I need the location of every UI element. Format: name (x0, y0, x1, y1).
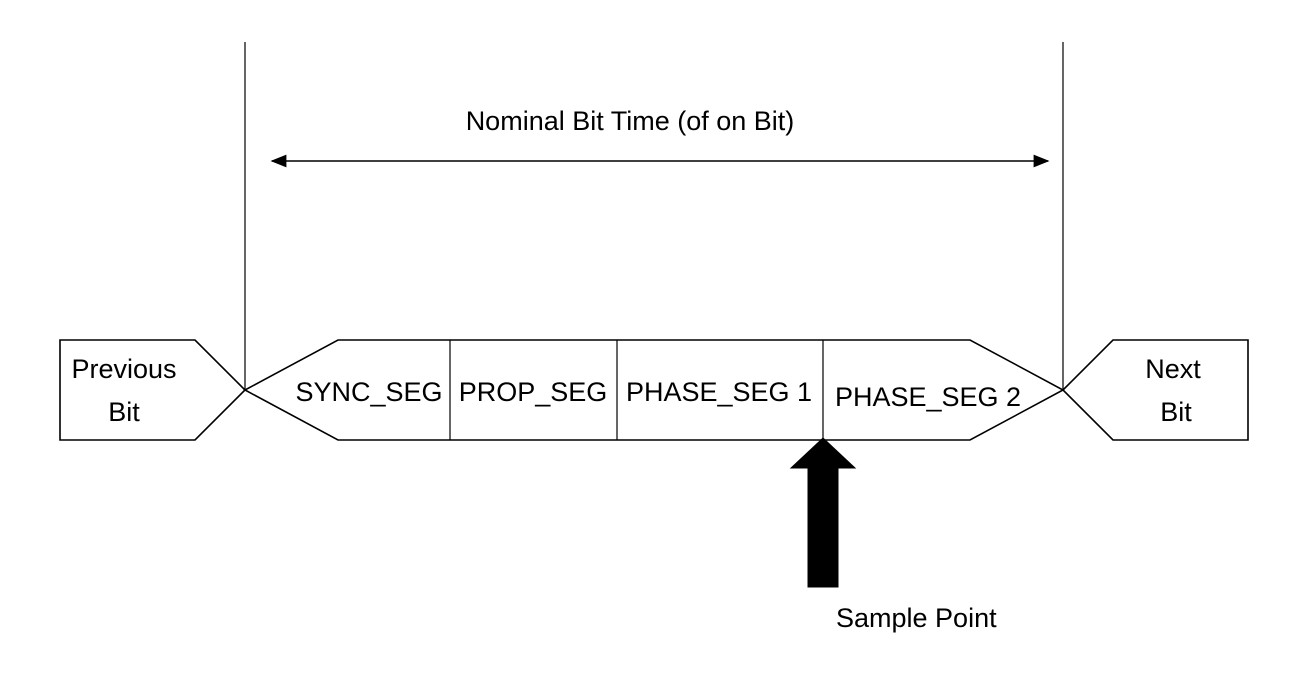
next-bit-shape (1061, 339, 1249, 441)
next-bit-label-line2: Bit (1160, 397, 1192, 427)
previous-bit-label-line2: Bit (108, 397, 140, 427)
nominal-bit-time-title: Nominal Bit Time (of on Bit) (466, 106, 795, 136)
previous-bit-label: Previous (71, 354, 176, 384)
sample-point-label: Sample Point (836, 603, 997, 633)
sample-point-arrow (789, 437, 857, 588)
segment-label-prop-seg: PROP_SEG (459, 377, 608, 407)
segment-label-phase-seg-2: PHASE_SEG 2 (835, 382, 1021, 412)
segment-label-phase-seg-1: PHASE_SEG 1 (626, 377, 812, 407)
next-bit-label: Next (1145, 354, 1201, 384)
segment-label-sync-seg: SYNC_SEG (295, 377, 442, 407)
previous-bit-shape (59, 339, 247, 441)
